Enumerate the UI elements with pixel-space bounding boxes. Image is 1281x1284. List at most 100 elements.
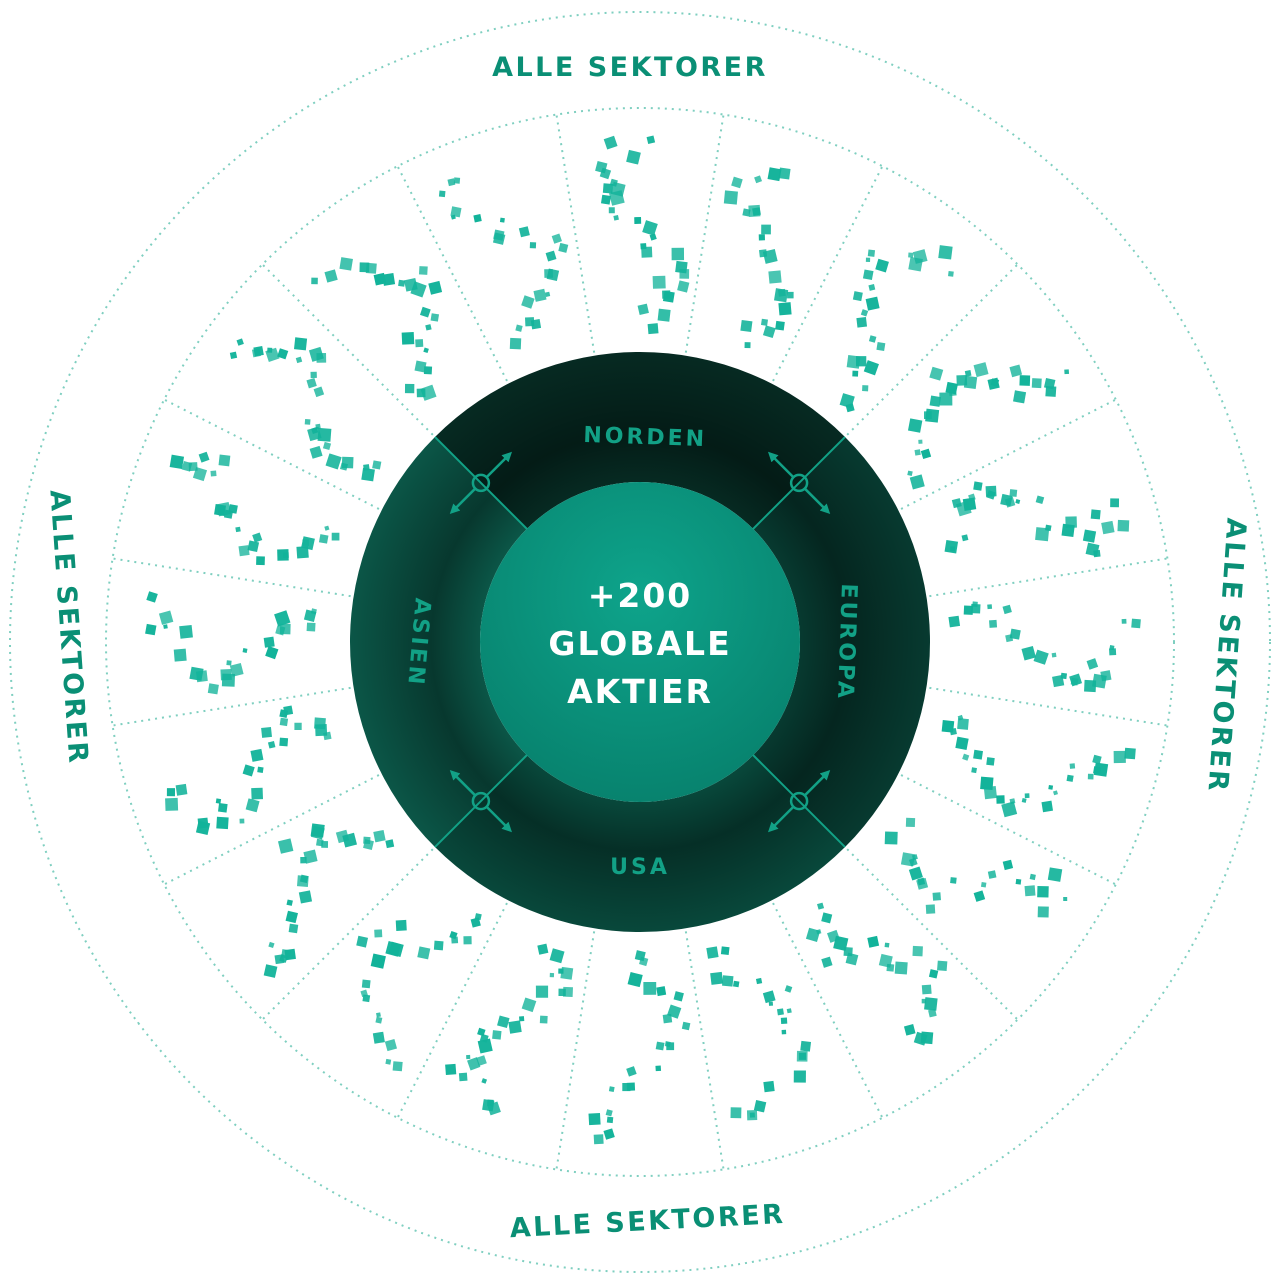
sector-dot — [361, 979, 371, 989]
sector-dot — [324, 525, 330, 531]
sector-dot — [920, 448, 932, 460]
sector-dot — [963, 375, 978, 390]
sector-dot — [466, 1054, 471, 1060]
sector-dot — [740, 319, 753, 333]
sector-dot — [1090, 509, 1101, 520]
sector-dot — [647, 323, 659, 335]
sector-dot — [235, 526, 241, 533]
sector-dot — [606, 1116, 614, 1124]
sector-dot — [236, 338, 244, 346]
sector-dot — [256, 556, 265, 566]
sector-dot — [533, 288, 547, 302]
sector-dot — [963, 605, 974, 615]
sector-dot — [1015, 499, 1021, 504]
sector-dot — [867, 249, 876, 257]
sector-dot — [277, 549, 289, 561]
sector-dot — [253, 345, 264, 357]
region-label-europa: EUROPA — [832, 583, 861, 701]
sector-dot — [973, 481, 983, 491]
sector-dot — [372, 460, 382, 470]
sector-dot — [980, 882, 987, 888]
sector-dot — [374, 929, 383, 938]
sector-dot — [1035, 495, 1045, 505]
outer-ring-border — [9, 11, 1271, 1273]
sector-dot — [868, 284, 876, 291]
sector-dot — [603, 135, 618, 150]
sector-spoke — [683, 924, 725, 1170]
sector-dot — [925, 904, 936, 914]
sector-dot — [634, 217, 642, 224]
sector-dot — [1117, 519, 1130, 532]
sector-dot — [951, 498, 962, 509]
center-circle — [480, 482, 800, 802]
sector-dot — [1021, 797, 1027, 803]
sector-dot — [373, 272, 387, 286]
sector-dot — [964, 370, 972, 377]
center-line-2: GLOBALE — [548, 624, 731, 663]
sector-dot — [778, 167, 791, 180]
sector-spoke — [163, 398, 386, 514]
sector-dot — [331, 532, 340, 541]
sector-dot — [657, 308, 671, 322]
sector-dot — [865, 257, 871, 262]
sector-dot — [428, 280, 443, 295]
sector-dot — [317, 427, 332, 442]
sector-dot — [479, 1033, 489, 1043]
sector-dot — [600, 194, 611, 205]
sector-dot — [950, 877, 957, 884]
sector-dot — [1100, 670, 1112, 682]
connector-arrow — [803, 487, 831, 515]
sector-dot — [339, 462, 349, 471]
sector-dot — [316, 838, 324, 847]
region-label-usa: USA — [610, 855, 670, 880]
sector-dot — [404, 277, 418, 292]
sector-dot — [423, 366, 433, 375]
sector-dot — [681, 1021, 691, 1031]
region-connectors — [434, 436, 846, 848]
sector-dot — [593, 1134, 604, 1145]
sector-dot — [610, 181, 626, 197]
connector-arrow — [449, 769, 477, 797]
sector-dot — [306, 622, 316, 632]
sector-dot — [989, 619, 998, 628]
sector-dot — [1131, 618, 1141, 629]
sector-dot — [295, 356, 303, 364]
sector-dot — [544, 291, 551, 297]
sector-dot — [515, 324, 523, 332]
sector-dot — [1045, 385, 1057, 397]
sector-spoke — [396, 165, 512, 388]
sector-dot — [852, 370, 859, 377]
sector-dot — [324, 269, 338, 283]
sector-dot — [865, 296, 880, 311]
sector-dot — [453, 177, 461, 184]
sector-dot — [928, 969, 939, 979]
sector-dot — [239, 818, 245, 824]
sector-dot — [145, 623, 157, 636]
sector-dot — [1113, 750, 1126, 764]
sector-dot — [458, 1072, 468, 1082]
sector-dot — [1015, 878, 1022, 885]
sector-dot — [905, 817, 916, 828]
sector-dot — [370, 953, 386, 969]
sector-dot — [433, 940, 444, 951]
sector-dot — [762, 990, 776, 1004]
sector-dot — [907, 418, 923, 433]
connector-node — [471, 791, 491, 811]
outer-label-top: ALLE SEKTORER — [492, 52, 768, 83]
sector-dot — [655, 1065, 662, 1072]
sector-dot — [1121, 618, 1127, 624]
sector-dot — [274, 610, 291, 627]
sector-dot — [474, 913, 482, 921]
sector-dot — [761, 224, 771, 235]
sector-dot — [363, 464, 370, 471]
sector-dot — [908, 252, 914, 258]
sector-dot — [322, 441, 332, 450]
sector-dot — [418, 266, 428, 275]
region-label-norden: NORDEN — [583, 423, 708, 452]
outer-label-right: ALLE SEKTORER — [1201, 517, 1251, 794]
sector-dot — [776, 1008, 784, 1016]
sector-dot — [755, 977, 763, 985]
connector-node — [471, 473, 491, 493]
sector-dot — [544, 269, 554, 278]
